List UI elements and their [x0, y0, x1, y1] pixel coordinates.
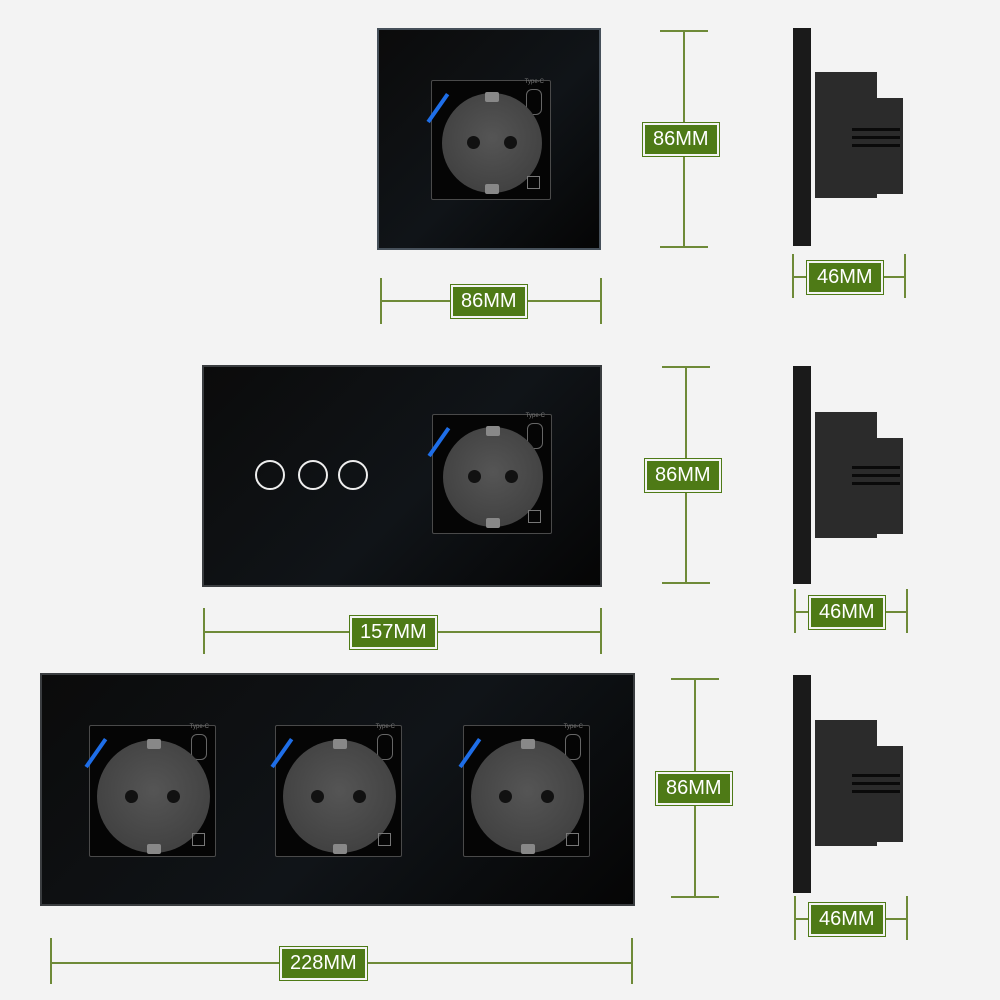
usbc-label: Type-C [375, 724, 395, 730]
socket-face [97, 739, 210, 854]
eu-socket: Type-C [458, 724, 590, 857]
usb-a-port [427, 427, 451, 458]
usb-c-port [377, 734, 393, 760]
touch-button-3[interactable] [338, 460, 368, 490]
row2-width-label: 157MM [350, 616, 437, 649]
eu-socket: Type-C [270, 724, 402, 857]
usbc-label: Type-C [525, 413, 545, 419]
row1-width-label: 86MM [451, 285, 527, 318]
usbc-label: Type-C [524, 79, 544, 85]
touch-button-2[interactable] [298, 460, 328, 490]
usb-a-port [84, 738, 108, 769]
single-socket-panel: Type-C [377, 28, 601, 250]
socket-face [283, 739, 396, 854]
usb-a-port [426, 93, 450, 124]
touch-button-1[interactable] [255, 460, 285, 490]
row1-depth-label: 46MM [807, 261, 883, 294]
usb-c-port [527, 423, 543, 449]
touch-switch-socket-panel: Type-C [202, 365, 602, 587]
eu-socket: Type-C [427, 413, 552, 534]
usb-c-port [565, 734, 581, 760]
usbc-label: Type-C [563, 724, 583, 730]
eu-socket: Type-C [84, 724, 216, 857]
row3-width-label: 228MM [280, 947, 367, 980]
usbc-label: Type-C [189, 724, 209, 730]
usb-a-port [270, 738, 294, 769]
triple-socket-panel: Type-C Type-C Type-C [40, 673, 635, 906]
usb-c-port [191, 734, 207, 760]
row3-depth-label: 46MM [809, 903, 885, 936]
indicator-square [566, 833, 579, 846]
socket-face [442, 92, 542, 194]
socket-face [443, 426, 543, 528]
indicator-square [378, 833, 391, 846]
indicator-square [527, 176, 540, 189]
socket-face [471, 739, 584, 854]
eu-socket: Type-C [426, 79, 551, 200]
row2-height-label: 86MM [645, 459, 721, 492]
row1-height-label: 86MM [643, 123, 719, 156]
indicator-square [528, 510, 541, 523]
indicator-square [192, 833, 205, 846]
usb-c-port [526, 89, 542, 115]
usb-a-port [458, 738, 482, 769]
row2-depth-label: 46MM [809, 596, 885, 629]
row3-height-label: 86MM [656, 772, 732, 805]
